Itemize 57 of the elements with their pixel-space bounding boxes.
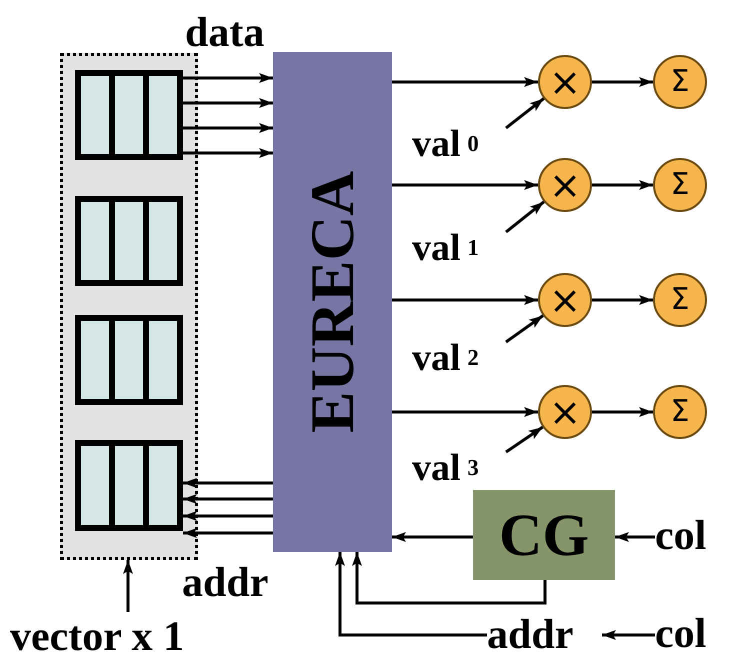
multiply-symbol: × [549, 393, 581, 431]
register-row [75, 315, 183, 405]
signal-label: vector x 1 [10, 612, 240, 662]
arrow [392, 407, 538, 417]
multiplier-circle [538, 273, 592, 327]
arrow [505, 200, 545, 234]
arrow [183, 98, 273, 108]
arrow [505, 426, 544, 454]
signal-label: col [655, 512, 737, 560]
signal-label: addr [182, 562, 268, 604]
arrow [183, 73, 273, 83]
arrow [183, 511, 273, 521]
arrow [392, 295, 538, 305]
vector-buffer [60, 53, 198, 560]
arrow [592, 77, 653, 87]
generator-block [473, 490, 615, 580]
sum-symbol: Σ [670, 67, 690, 97]
arrow [183, 148, 273, 158]
arrow [183, 528, 273, 538]
adder-circle [653, 273, 707, 327]
sum-symbol: Σ [670, 397, 690, 427]
arrow [183, 478, 273, 488]
arrow [392, 77, 538, 87]
sum-symbol: Σ [670, 285, 690, 315]
signal-label: addr [487, 610, 602, 660]
block-label: CG [499, 505, 589, 565]
arrow [592, 180, 653, 190]
arrow [392, 180, 538, 190]
arrow [123, 560, 133, 612]
multiply-symbol: × [549, 63, 581, 101]
arrow [183, 494, 273, 504]
arrow [335, 552, 487, 636]
multiply-symbol: × [549, 166, 581, 204]
arrow [615, 532, 655, 542]
arrow [392, 532, 473, 542]
arrow [592, 295, 653, 305]
multiplier-circle [538, 55, 592, 109]
processor-block [273, 52, 392, 552]
signal-label: col [655, 610, 737, 658]
multiplier-circle [538, 385, 592, 439]
adder-circle [653, 55, 707, 109]
block-label: EURECA [302, 171, 364, 433]
arrow [505, 97, 545, 130]
multiply-symbol: × [549, 281, 581, 319]
adder-circle [653, 158, 707, 212]
arrow [592, 407, 653, 417]
register-row [75, 440, 183, 531]
arrow [505, 314, 544, 344]
arrow [602, 630, 655, 640]
adder-circle [653, 385, 707, 439]
arrow [352, 552, 546, 604]
sum-symbol: Σ [670, 170, 690, 200]
multiplier-circle [538, 158, 592, 212]
register-row [75, 70, 183, 160]
arrow [183, 123, 273, 133]
signal-label: data [185, 12, 264, 54]
register-row [75, 196, 183, 286]
